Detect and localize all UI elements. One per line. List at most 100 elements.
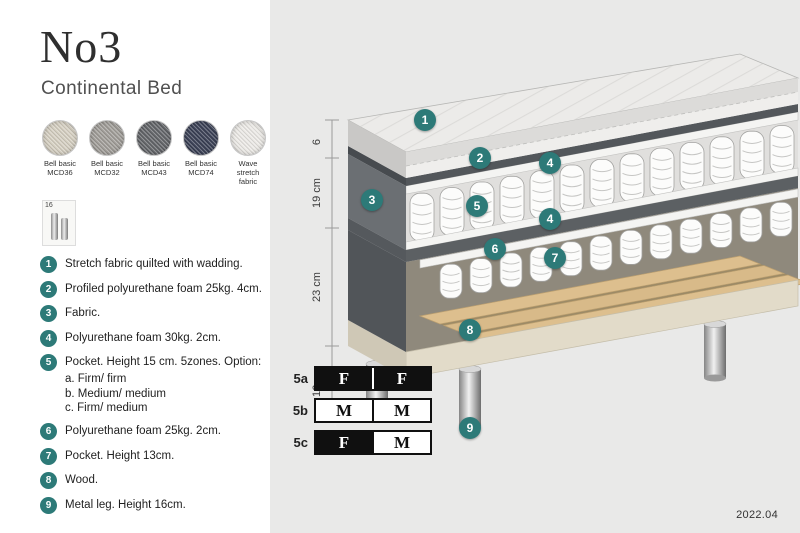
legend-badge: 5 [40, 354, 57, 371]
lower-box-left-fabric [348, 230, 406, 352]
product-subtitle: Continental Bed [41, 78, 183, 99]
swatch-label-line2: MCD43 [141, 168, 167, 177]
version-label: 2022.04 [736, 509, 778, 521]
profiled-foam-front [406, 92, 798, 178]
callout-7-lower-springs: 7 [544, 247, 566, 269]
legend-item-4: 4 Polyurethane foam 30kg. 2cm. [40, 329, 262, 347]
firmness-row-label: 5a [293, 371, 308, 386]
mattress-divider-front [406, 176, 798, 262]
swatch-label-line1: Bell basic [90, 159, 124, 168]
top-mattress-left [348, 120, 406, 178]
swatch-label-line2: MCD74 [188, 168, 214, 177]
legend-badge: 4 [40, 329, 57, 347]
firmness-cell: F [316, 432, 372, 453]
legend-badge: 6 [40, 423, 57, 440]
legend-item-6: 6 Polyurethane foam 25kg. 2cm. [40, 423, 262, 440]
firmness-cell: M [372, 400, 430, 421]
swatch-label-line2: MCD32 [94, 168, 120, 177]
fabric-swatch-image [230, 120, 266, 156]
firmness-row-label: 5b [292, 403, 308, 418]
base-frame-left [348, 320, 406, 378]
callout-2-profiled-foam: 2 [469, 147, 491, 169]
legend-text: Stretch fabric quilted with wadding. [65, 258, 243, 270]
leg-thumbnail: 16 [42, 200, 76, 246]
fabric-swatch-image [136, 120, 172, 156]
legend-text: Polyurethane foam 30kg. 2cm. [65, 331, 221, 344]
illustration-panel: 6 19 cm 23 cm 16 cm [270, 0, 800, 533]
wood-slat [418, 255, 762, 325]
dim-label-upper-mattress: 19 cm [311, 178, 323, 208]
legend-item-9: 9 Metal leg. Height 16cm. [40, 496, 262, 514]
swatch-label-line1: Bell basic [43, 159, 77, 168]
firmness-cell: M [316, 400, 372, 421]
legend-text: Pocket. Height 13cm. [65, 449, 175, 462]
legend-text: Profiled polyurethane foam 25kg. 4cm. [65, 282, 262, 295]
legend-item-8: 8 Wood. [40, 472, 262, 489]
divider-left-fabric [348, 218, 406, 262]
top-gap-shadow [406, 104, 798, 186]
swatch-label-line1: Bell basic [184, 159, 218, 168]
legend-item-7: 7 Pocket. Height 13cm. [40, 447, 262, 465]
callout-6-lower-foam: 6 [484, 238, 506, 260]
callout-8-wood: 8 [459, 319, 481, 341]
top-mattress-front [406, 78, 798, 166]
swatch-label-line1: Bell basic [137, 159, 171, 168]
legend-text: Polyurethane foam 25kg. 2cm. [65, 425, 221, 437]
firmness-cell: F [372, 368, 430, 389]
legend-item-2: 2 Profiled polyurethane foam 25kg. 4cm. [40, 280, 262, 298]
top-mattress-quilting [348, 54, 798, 152]
fabric-swatch-image [42, 120, 78, 156]
swatch-label-line2: stretch fabric [236, 168, 260, 186]
firmness-bar: M M [314, 398, 432, 423]
legend-text: Fabric. [65, 307, 101, 319]
callout-4-foam-top: 4 [539, 152, 561, 174]
legend-badge: 9 [40, 496, 57, 514]
dim-label-top-foam: 6 [311, 139, 323, 145]
callout-4-foam-bottom: 4 [539, 208, 561, 230]
top-mattress [346, 53, 800, 178]
fabric-swatch-image [183, 120, 219, 156]
firmness-table: 5a F F 5b M M 5c F M [284, 366, 432, 462]
firmness-option-c: c. Firm/ medium [65, 402, 148, 414]
legend-badge: 7 [40, 447, 57, 465]
callout-5-pocket-springs: 5 [466, 195, 488, 217]
callout-3-fabric: 3 [361, 189, 383, 211]
legend-badge: 1 [40, 256, 57, 273]
firmness-row-label: 5c [293, 435, 308, 450]
metal-leg-right [703, 320, 727, 382]
dim-label-lower-box: 23 cm [311, 272, 323, 302]
firmness-cell: F [316, 368, 372, 389]
legend-text: Pocket. Height 15 cm. 5zones. Option: [65, 356, 262, 368]
firmness-row-5c: 5c F M [284, 430, 432, 455]
firmness-bar: F M [314, 430, 432, 455]
swatch-label-line2: MCD36 [47, 168, 73, 177]
legend-text: Metal leg. Height 16cm. [65, 498, 186, 511]
legend-item-1: 1 Stretch fabric quilted with wadding. [40, 256, 262, 273]
lower-foam-layer [419, 188, 799, 269]
legend-text: Wood. [65, 474, 99, 486]
firmness-option-list: a. Firm/ firm b. Medium/ medium c. Firm/… [65, 372, 262, 416]
fabric-swatch-image [89, 120, 125, 156]
callout-9-metal-leg: 9 [459, 417, 481, 439]
firmness-option-b: b. Medium/ medium [65, 387, 166, 400]
leg-thumbnail-size-label: 16 [45, 202, 53, 209]
firmness-bar: F F [314, 366, 432, 391]
metal-leg-icon [50, 213, 58, 240]
legend-badge: 2 [40, 280, 57, 298]
legend-badge: 8 [40, 472, 57, 489]
firmness-cell: M [372, 432, 430, 453]
firmness-row-5b: 5b M M [284, 398, 432, 423]
wood-slat [442, 265, 786, 334]
